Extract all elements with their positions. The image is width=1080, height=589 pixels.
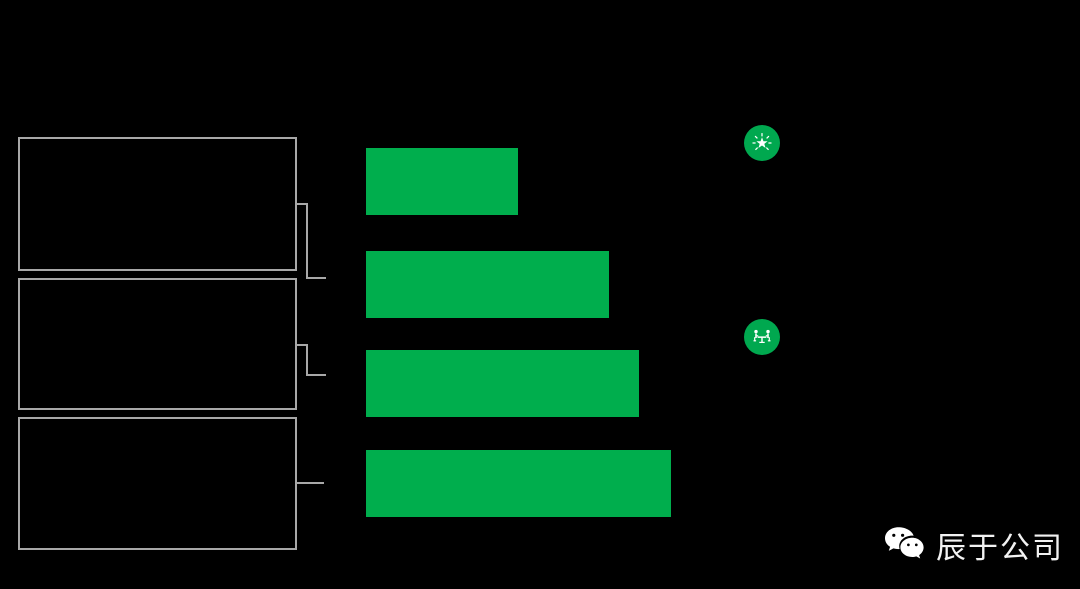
- bar-3[interactable]: [366, 350, 639, 417]
- meeting-table-icon[interactable]: [744, 319, 780, 355]
- wechat-icon: [884, 525, 926, 566]
- connector-group-1-arm-bottom: [306, 277, 326, 279]
- bar-1[interactable]: [366, 148, 518, 215]
- connector-group-1-stem: [306, 203, 308, 279]
- watermark-text: 辰于公司: [936, 531, 1064, 566]
- connector-group-1-arm-top: [297, 203, 308, 205]
- watermark: 辰于公司: [884, 523, 1064, 567]
- connector-group-2-stem: [306, 344, 308, 376]
- bar-4[interactable]: [366, 450, 671, 517]
- connector-group-2-arm-top: [297, 344, 308, 346]
- sparkle-star-icon[interactable]: [744, 125, 780, 161]
- bar-2[interactable]: [366, 251, 609, 318]
- connector-group-2-arm-bottom: [306, 374, 326, 376]
- category-box-2[interactable]: [18, 278, 297, 410]
- bar-1-label: [366, 148, 518, 215]
- category-box-1[interactable]: [18, 137, 297, 271]
- bar-2-label: [366, 251, 609, 318]
- bar-3-label: [366, 350, 639, 417]
- bar-4-label: [366, 450, 671, 517]
- connector-group-3-arm: [297, 482, 324, 484]
- category-box-3[interactable]: [18, 417, 297, 550]
